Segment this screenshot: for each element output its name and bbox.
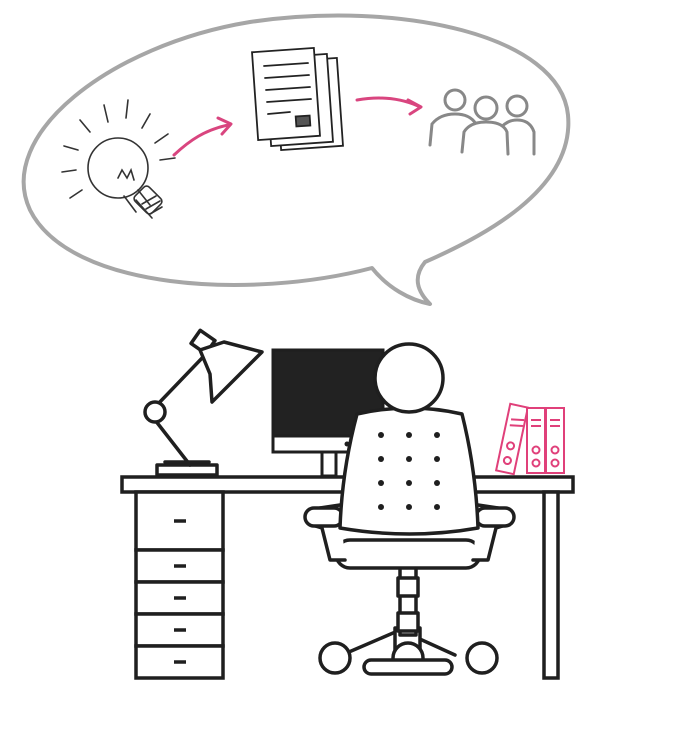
desk-lamp-icon	[143, 328, 264, 477]
lightbulb-icon	[61, 99, 176, 219]
office-chair-icon	[303, 406, 516, 676]
binders-icon	[494, 402, 565, 476]
chair-back-pattern	[378, 432, 440, 510]
arrow-icon	[172, 116, 233, 157]
thought-bubble	[21, 13, 571, 306]
arrow-icon	[355, 96, 423, 116]
document-stack-icon	[251, 46, 344, 152]
team-group-icon	[428, 88, 536, 156]
person-icon	[373, 342, 445, 414]
